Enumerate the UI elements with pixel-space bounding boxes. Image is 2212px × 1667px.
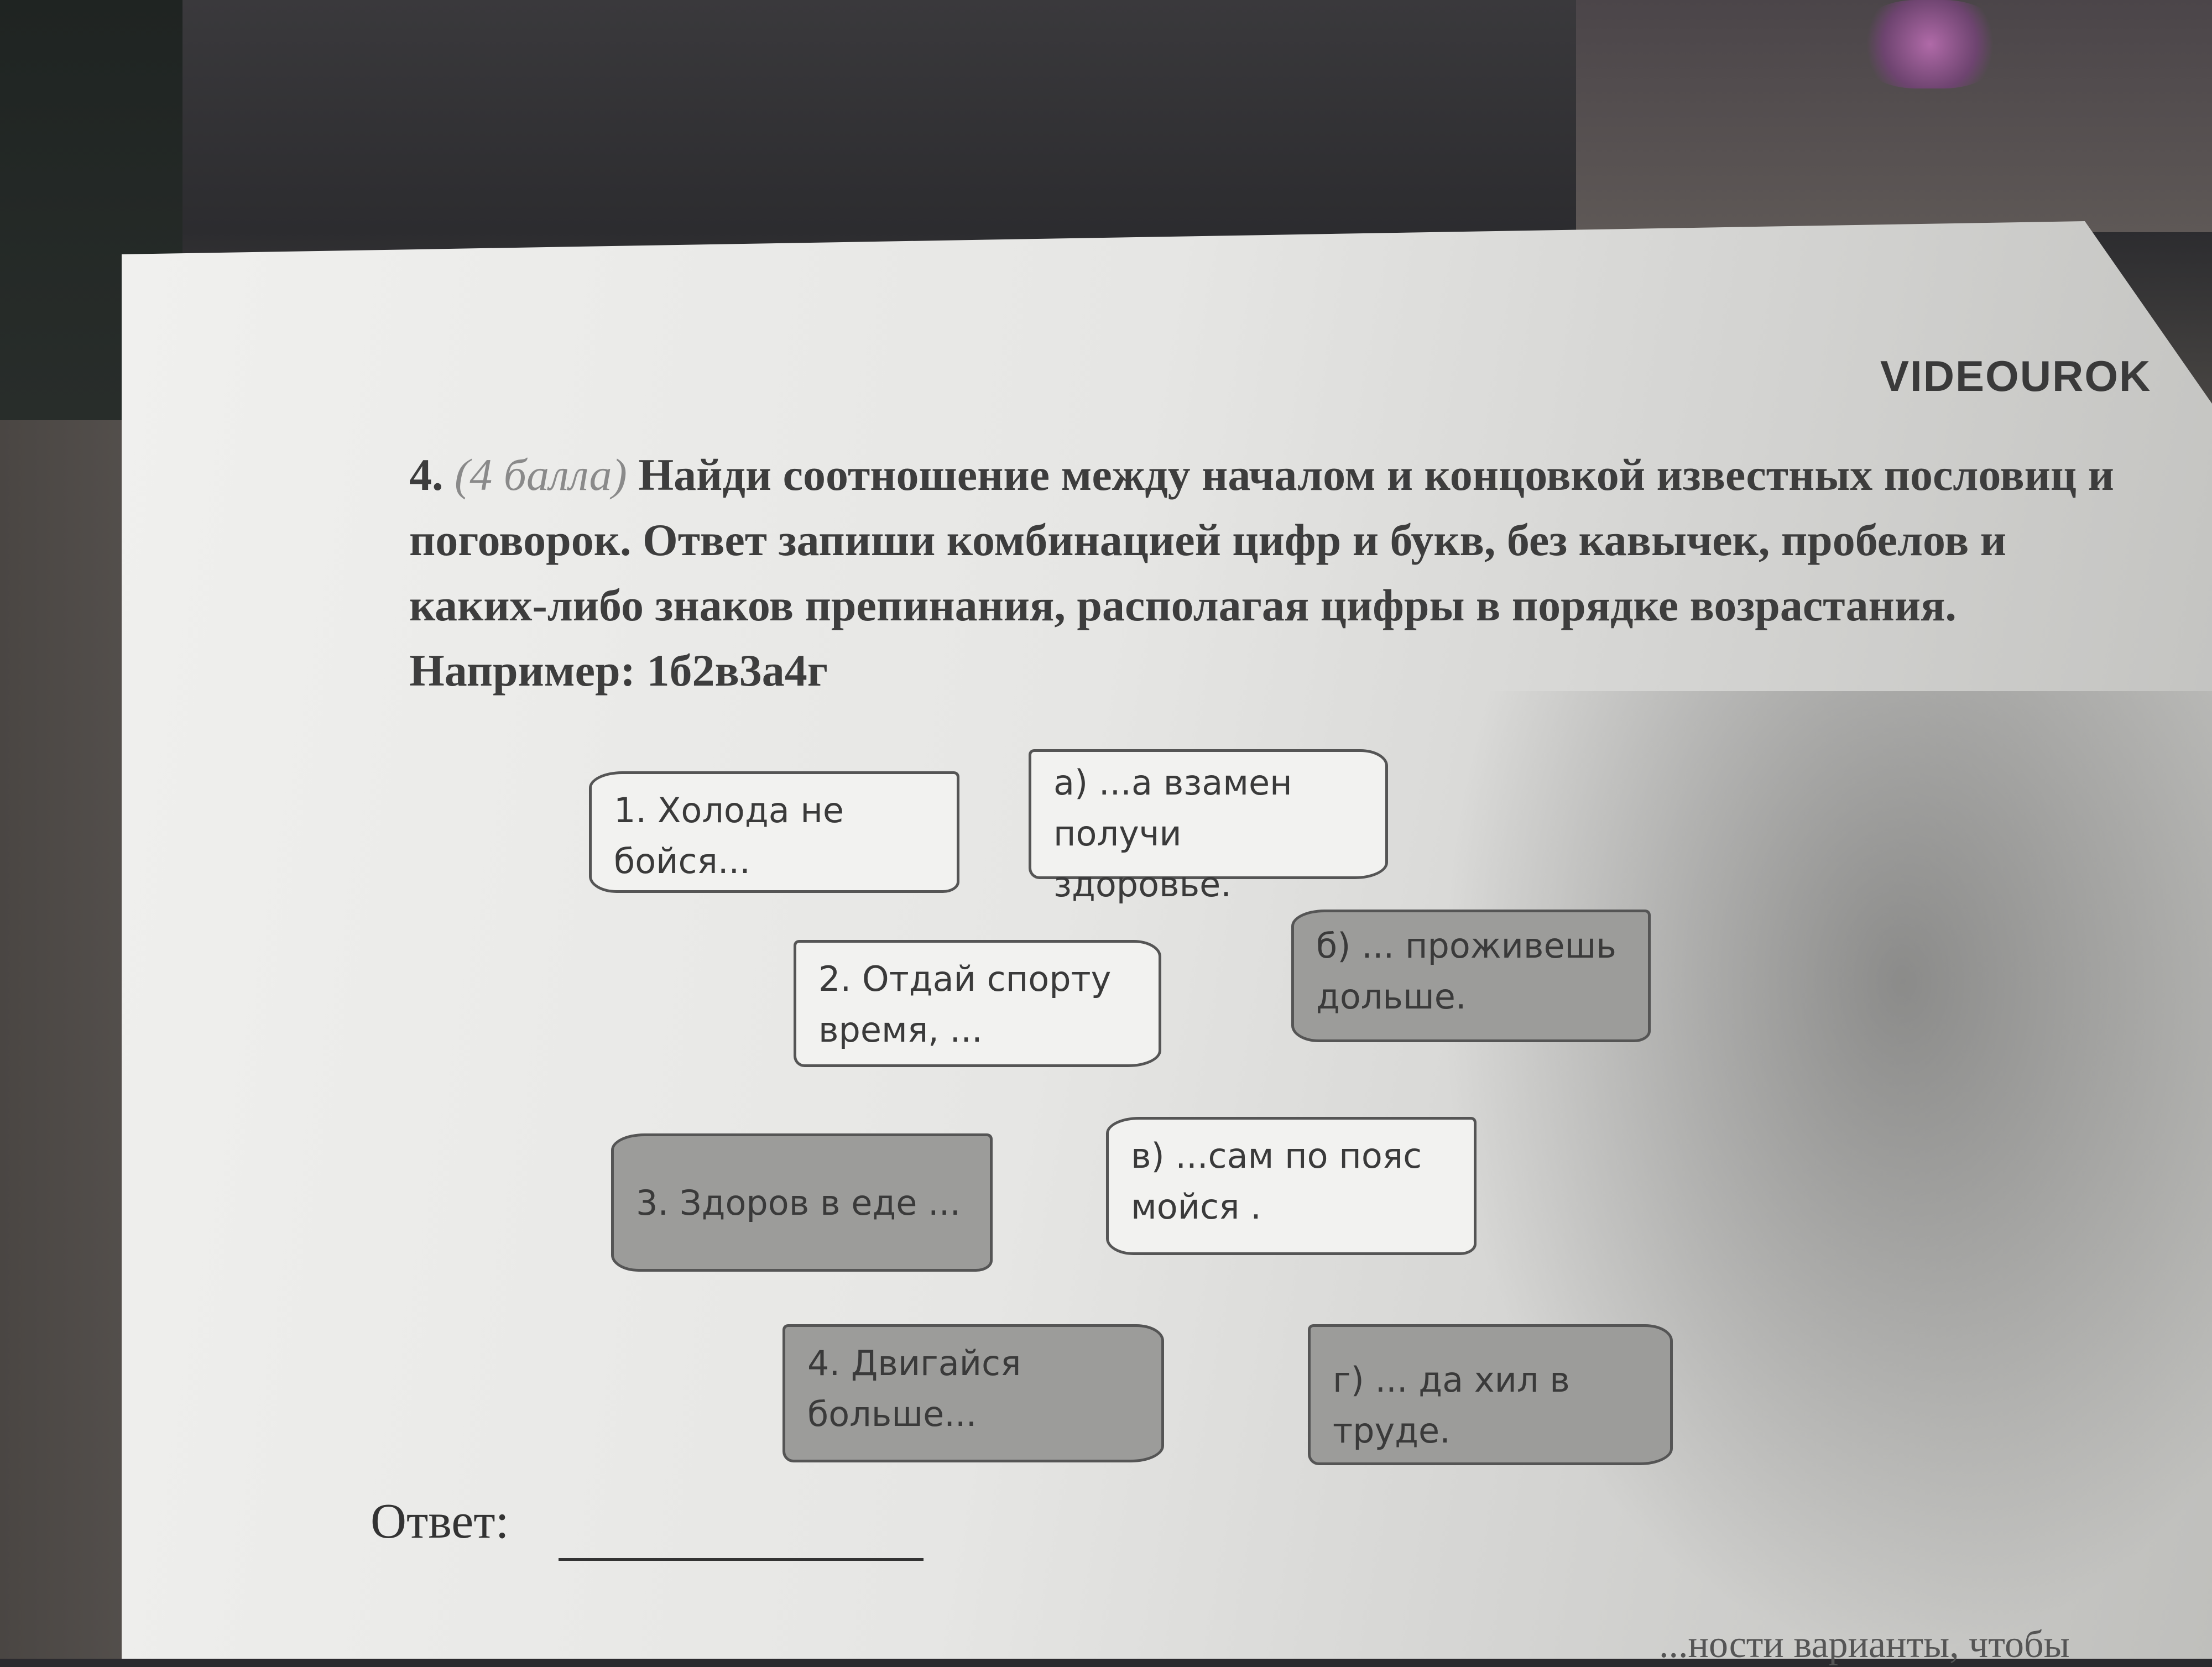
card-2-text: 2. Отдай спорту время, ... [818,959,1112,1050]
task-text: 4. (4 балла) Найди соотношение между нач… [409,442,2135,703]
card-g-text: г) ... да хил в труде. [1333,1360,1570,1451]
card-a-text: а) ...а взамен получи здоровье. [1053,762,1292,905]
card-a: а) ...а взамен получи здоровье. [1029,749,1388,905]
card-4: 4. Двигайся больше... [782,1324,1164,1462]
task-points: (4 балла) [455,450,627,500]
task-instruction: Найди соотношение между началом и концов… [409,450,2114,696]
answer-label: Ответ: [371,1494,509,1549]
card-b-text: б) ... проживешь дольше. [1316,926,1616,1017]
card-g: г) ... да хил в труде. [1308,1324,1673,1465]
card-b: б) ... проживешь дольше. [1291,910,1651,1042]
background-decoration [1858,0,2002,88]
bottom-text-fragment: ...ности варианты, чтобы [1659,1623,2070,1666]
card-2: 2. Отдай спорту время, ... [794,940,1161,1067]
watermark: VIDEOUROK [1880,352,2152,400]
task-number: 4. [409,450,444,500]
card-1-text: 1. Холода не бойся... [614,790,844,881]
paper-sheet [122,221,2212,1659]
card-4-text: 4. Двигайся больше... [807,1343,1021,1434]
shadow-overlay [1438,691,2212,1659]
answer-line [559,1558,924,1561]
card-1: 1. Холода не бойся... [589,771,959,893]
card-v: в) ...сам по пояс мойся . [1106,1117,1477,1255]
card-3: 3. Здоров в еде ... [611,1133,993,1272]
card-v-text: в) ...сам по пояс мойся . [1131,1136,1422,1227]
card-3-text: 3. Здоров в еде ... [636,1183,961,1223]
